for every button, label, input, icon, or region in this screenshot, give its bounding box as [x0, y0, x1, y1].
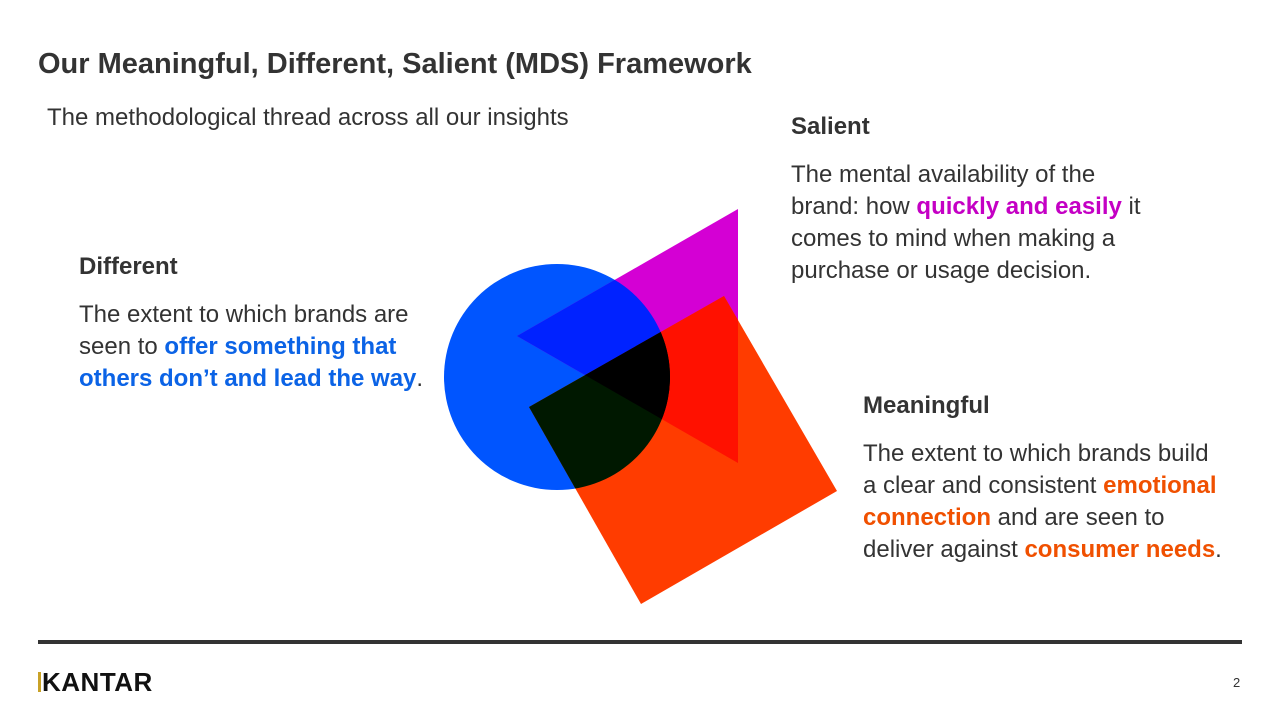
page-number: 2: [1233, 675, 1241, 690]
salient-text-end: it comes to mind when making a purchase …: [791, 193, 1141, 284]
salient-description: The mental availability of the brand: ho…: [791, 159, 1161, 287]
salient-highlight: quickly and easily: [916, 193, 1122, 220]
meaningful-highlight-1: emotional connection: [863, 472, 1217, 531]
meaningful-highlight-2: consumer needs: [1024, 536, 1216, 563]
salient-text: The mental availability of the brand: ho…: [791, 161, 1096, 220]
different-text: The extent to which brands are seen to: [79, 301, 409, 360]
meaningful-text-middle: and are seen to deliver against: [863, 504, 1165, 563]
meaningful-text-end: .: [1215, 536, 1222, 563]
page-title: Our Meaningful, Different, Salient (MDS)…: [38, 48, 752, 80]
overlap-circle-triangle: [517, 264, 670, 463]
salient-heading: Salient: [791, 113, 870, 140]
page-subtitle: The methodological thread across all our…: [47, 104, 569, 131]
overlap-all: [529, 296, 670, 463]
logo-accent-bar: [38, 672, 41, 692]
meaningful-text: The extent to which brands build a clear…: [863, 440, 1209, 499]
different-text-end: .: [416, 365, 424, 392]
footer-divider: [38, 640, 1242, 644]
kantar-logo: KANTAR: [38, 667, 153, 698]
logo-text: KANTAR: [42, 667, 153, 697]
meaningful-description: The extent to which brands build a clear…: [863, 438, 1223, 566]
meaningful-heading: Meaningful: [863, 392, 990, 419]
different-description: The extent to which brands are seen to o…: [79, 299, 449, 395]
different-heading: Different: [79, 253, 178, 280]
different-highlight: offer something that others don’t and le…: [79, 333, 417, 392]
